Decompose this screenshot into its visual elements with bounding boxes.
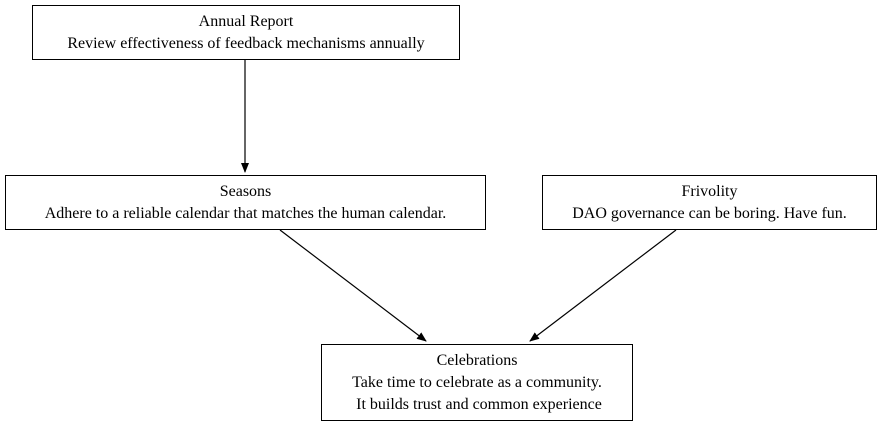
node-seasons: Seasons Adhere to a reliable calendar th… [5, 175, 486, 230]
edge-frivolity-to-celebrations [529, 229, 677, 342]
node-title: Celebrations [436, 352, 518, 369]
node-title: Annual Report [198, 13, 294, 30]
node-description: Review effectiveness of feedback mechani… [67, 35, 425, 52]
node-frivolity: Frivolity DAO governance can be boring. … [542, 175, 877, 230]
node-description-line-2: It builds trust and common experience [352, 396, 602, 413]
node-annual-report: Annual Report Review effectiveness of fe… [32, 5, 460, 60]
node-title: Frivolity [681, 183, 738, 200]
node-description-line-1: Take time to celebrate as a community. [352, 374, 602, 391]
node-title: Seasons [219, 183, 272, 200]
node-description: DAO governance can be boring. Have fun. [572, 205, 847, 222]
node-celebrations: Celebrations Take time to celebrate as a… [321, 344, 633, 421]
edge-seasons-to-celebrations [279, 229, 427, 342]
node-description: Adhere to a reliable calendar that match… [44, 205, 447, 222]
